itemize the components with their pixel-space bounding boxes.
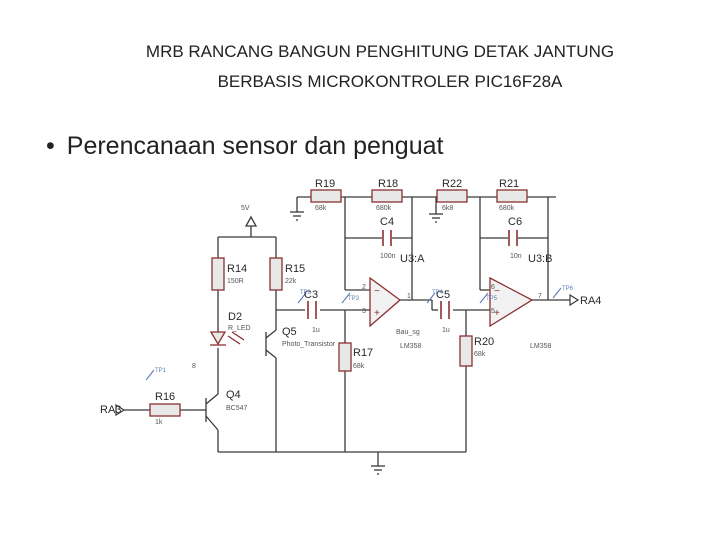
- label-tp6: TP6: [562, 286, 574, 292]
- label-ra4: RA4: [580, 295, 601, 307]
- opamps: [369, 276, 534, 328]
- led-d2-icon: [209, 331, 245, 346]
- value-r14: 150R: [227, 278, 244, 285]
- svg-text:+: +: [374, 308, 380, 319]
- value-r21: 680k: [499, 205, 515, 212]
- label-lm358-b: LM358: [530, 343, 552, 350]
- resistor-r14: [211, 257, 225, 291]
- vcc-arrow-icon: [244, 215, 258, 227]
- slide-title-line1: MRB RANCANG BANGUN PENGHITUNG DETAK JANT…: [145, 42, 615, 61]
- label-ra3: RA3: [100, 404, 121, 416]
- pin-8: 8: [192, 363, 196, 370]
- label-tp3: TP3: [348, 296, 360, 302]
- value-r17: 68k: [353, 363, 365, 370]
- label-r22: R22: [442, 178, 462, 190]
- label-vcc: 5V: [241, 205, 250, 212]
- resistor-r18: [371, 189, 403, 203]
- slide-title-line2: BERBASIS MICROKONTROLER PIC16F28A: [217, 72, 563, 91]
- value-r19: 68k: [315, 205, 327, 212]
- component-values: 68k 680k 6k8 680k 100n 10n 150R 22k R_LE…: [155, 205, 552, 426]
- bullet-dot-icon: •: [46, 132, 55, 160]
- label-tp2: TP2: [300, 290, 312, 296]
- svg-text:−: −: [374, 286, 380, 297]
- label-bau-sg: Bau_sg: [396, 329, 420, 336]
- wires: [124, 196, 570, 466]
- test-probe-labels: TP1 TP2 TP3 TP4 TP5 TP6: [155, 286, 574, 374]
- bullet-item: • Perencanaan sensor dan penguat: [46, 132, 443, 161]
- label-q5: Q5: [282, 326, 297, 338]
- resistor-r17: [338, 342, 352, 372]
- value-r18: 680k: [376, 205, 392, 212]
- value-r15: 22k: [285, 278, 297, 285]
- pin-5: 5: [491, 308, 495, 315]
- label-c4: C4: [380, 216, 394, 228]
- resistor-r15: [269, 257, 283, 291]
- label-r19: R19: [315, 178, 335, 190]
- svg-text:−: −: [494, 286, 500, 297]
- label-r17: R17: [353, 347, 373, 359]
- label-r21: R21: [499, 178, 519, 190]
- port-ra4-icon: [569, 293, 580, 307]
- capacitors: [307, 230, 518, 319]
- opamp-u3a: [369, 276, 402, 328]
- opamp-signs: − + − +: [374, 286, 500, 319]
- resistor-r22: [436, 189, 468, 203]
- svg-text:+: +: [494, 308, 500, 319]
- label-r15: R15: [285, 263, 305, 275]
- value-q4: BC547: [226, 405, 248, 412]
- pin-7: 7: [538, 293, 542, 300]
- pin-3: 3: [362, 308, 366, 315]
- component-labels: R19 R18 R22 R21 C4 C6 U3:A U3:B R14 R15 …: [100, 178, 601, 416]
- label-r14: R14: [227, 263, 247, 275]
- value-r16: 1k: [155, 419, 163, 426]
- label-u3b: U3:B: [528, 253, 552, 265]
- transistor-q4-icon: [205, 388, 219, 431]
- resistor-r16: [149, 403, 181, 417]
- value-q5: Photo_Transistor: [282, 341, 336, 348]
- label-tp5: TP5: [486, 296, 498, 302]
- label-q4: Q4: [226, 389, 241, 401]
- value-r20: 68k: [474, 351, 486, 358]
- label-c5: C5: [436, 289, 450, 301]
- resistors: [149, 189, 528, 417]
- pin-2: 2: [362, 284, 366, 291]
- value-c4: 100n: [380, 253, 396, 260]
- label-r18: R18: [378, 178, 398, 190]
- ground-icon: [290, 211, 443, 475]
- value-c3: 1u: [312, 327, 320, 334]
- label-d2: D2: [228, 311, 242, 323]
- resistor-r19: [310, 189, 342, 203]
- bullet-text: Perencanaan sensor dan penguat: [66, 132, 444, 160]
- label-u3a: U3:A: [400, 253, 425, 265]
- resistor-r21: [496, 189, 528, 203]
- label-r16: R16: [155, 391, 175, 403]
- value-r22: 6k8: [442, 205, 453, 212]
- value-c5: 1u: [442, 327, 450, 334]
- pin-1: 1: [407, 293, 411, 300]
- label-r20: R20: [474, 336, 494, 348]
- label-tp4: TP4: [432, 290, 444, 296]
- port-ra3-icon: [115, 403, 126, 417]
- label-c3: C3: [304, 289, 318, 301]
- pin-6: 6: [491, 284, 495, 291]
- value-c6: 10n: [510, 253, 522, 260]
- value-d2: R_LED: [228, 325, 251, 332]
- opamp-u3b: [489, 276, 534, 328]
- label-tp1: TP1: [155, 368, 167, 374]
- label-c6: C6: [508, 216, 522, 228]
- label-lm358-a: LM358: [400, 343, 422, 350]
- phototransistor-q5-icon: [265, 329, 277, 359]
- test-probe-icons: [145, 287, 562, 381]
- resistor-r20: [459, 335, 473, 367]
